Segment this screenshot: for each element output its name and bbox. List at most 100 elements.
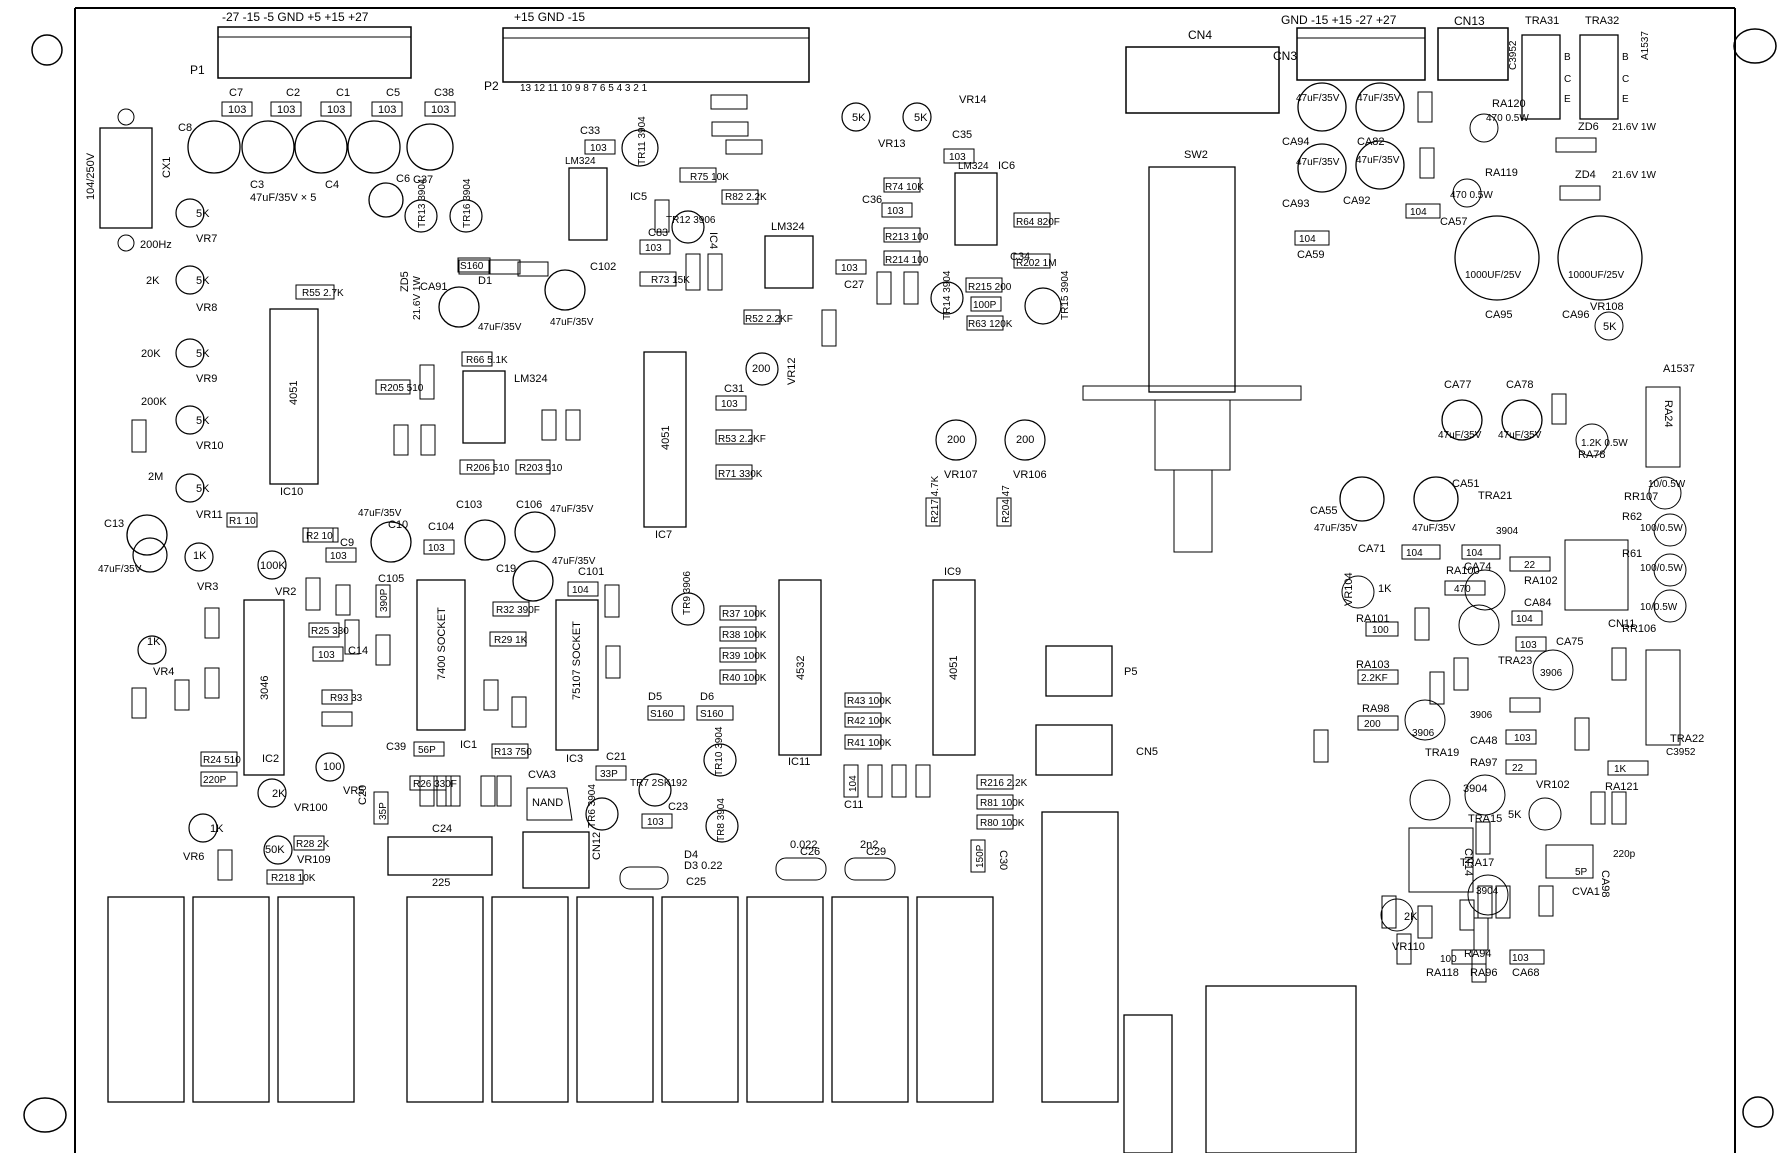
board-outline <box>74 7 1736 1153</box>
right-electrolytics <box>1297 82 1643 522</box>
c3-label: C3 <box>250 179 264 191</box>
tr10-part: TR10 3904 <box>714 726 725 776</box>
svg-text:A1537: A1537 <box>1640 31 1651 60</box>
zd6-value: 21.6V 1W <box>1612 122 1656 133</box>
vr8-side: 2K <box>146 275 160 287</box>
ca95-value: 1000UF/25V <box>1465 270 1521 281</box>
ic6: LM324 IC6 <box>954 160 1015 246</box>
d1-label: D1 <box>478 275 492 287</box>
c105-label: C105 <box>378 573 404 585</box>
svg-text:R206 510: R206 510 <box>466 463 510 474</box>
r62-label: R62 <box>1622 511 1642 523</box>
ca57-value: 104 <box>1410 207 1427 218</box>
svg-text:CVA3: CVA3 <box>528 769 556 781</box>
ca68-label: CA68 <box>1512 967 1540 979</box>
svg-text:E: E <box>1564 94 1571 105</box>
tr15-part: TR15 3904 <box>1060 270 1071 320</box>
cx1-ref: CX1 <box>161 157 173 178</box>
svg-text:IC2: IC2 <box>262 753 279 765</box>
film-caps: 0.022 C26 2n2 C29 C25 D3 0.22 D4 <box>619 839 896 890</box>
c33-label: C33 <box>580 125 600 137</box>
svg-text:7400 SOCKET: 7400 SOCKET <box>436 607 448 680</box>
cn14-label: CN14 <box>1462 848 1474 876</box>
tr9-part: TR9 3906 <box>682 571 693 615</box>
vr106-value: 200 <box>1016 434 1034 446</box>
c29-value: 2n2 <box>860 839 878 851</box>
right-small-parts <box>1294 91 1687 983</box>
r26-value: R26 330F <box>413 779 457 790</box>
d1-value: S160 <box>460 261 484 272</box>
ra103-value: 2.2KF <box>1361 673 1388 684</box>
vr12-ref: VR12 <box>786 357 798 385</box>
r39-value: R39 100K <box>722 651 767 662</box>
ca68-value: 103 <box>1512 953 1529 964</box>
ca59-label: CA59 <box>1297 249 1325 261</box>
r24b-value: 220P <box>203 775 227 786</box>
svg-text:IC4: IC4 <box>707 232 719 249</box>
ra101-label: RA101 <box>1356 613 1390 625</box>
r54-value: R53 2.2KF <box>718 434 766 445</box>
r40-value: R40 100K <box>722 673 767 684</box>
r28-value: R28 2K <box>296 839 330 850</box>
svg-text:CN4: CN4 <box>1188 28 1212 42</box>
c1-label: C1 <box>336 87 350 99</box>
c102-value: 47uF/35V <box>550 317 594 328</box>
svg-text:103: 103 <box>327 104 345 116</box>
ca82-value: 47uF/35V <box>1357 93 1401 104</box>
c106-label: C106 <box>516 499 542 511</box>
c39-value: 56P <box>418 745 436 756</box>
cn12-label: CN12 <box>591 832 603 860</box>
ra121-label: RA121 <box>1605 781 1639 793</box>
ic1: 7400 SOCKET IC1 <box>416 579 477 751</box>
ca92-value: 47uF/35V <box>1356 155 1400 166</box>
vr4-ref: VR4 <box>153 666 174 678</box>
c23-label: C23 <box>668 801 688 813</box>
tr16-part: TR16 3904 <box>462 178 473 228</box>
ra98-value: 200 <box>1364 719 1381 730</box>
tra16-part: 3904 <box>1463 783 1487 795</box>
ic10: 4051 IC10 <box>269 308 319 498</box>
c36-label: C36 <box>862 194 882 206</box>
c27-label: C27 <box>844 279 864 291</box>
ra119-label: RA119 <box>1485 167 1518 179</box>
svg-text:SW2: SW2 <box>1184 149 1208 161</box>
r65-value: R71 330K <box>718 469 763 480</box>
tra17-part: 3904 <box>1476 886 1499 897</box>
a1537-right: A1537 <box>1663 363 1695 375</box>
c24: C24 225 <box>387 823 493 889</box>
r43-value: R43 100K <box>847 696 892 707</box>
ra102-label: RA102 <box>1524 575 1558 587</box>
svg-text:4051: 4051 <box>288 381 300 405</box>
c37-label: C37 <box>413 174 433 186</box>
connector-cn13: CN13 <box>1437 14 1509 81</box>
tr14-part: TR14 3904 <box>942 270 953 320</box>
c27-value: 103 <box>841 263 858 274</box>
cva1-label: CVA1 <box>1572 886 1600 898</box>
tra23-part: 3906 <box>1540 668 1563 679</box>
svg-text:NAND: NAND <box>532 797 563 809</box>
ra97-label: RA97 <box>1470 757 1498 769</box>
svg-text:R55 2.7K: R55 2.7K <box>302 288 344 299</box>
r215-value: R80 100K <box>980 818 1025 829</box>
c36-value: 103 <box>887 206 904 217</box>
d6-value: S160 <box>700 709 724 720</box>
c101-label: C101 <box>578 566 604 578</box>
c106-value: 47uF/35V <box>550 504 594 515</box>
pot-column-left <box>132 198 345 865</box>
ca51-value: 47uF/35V <box>1412 523 1456 534</box>
c104-value: 103 <box>428 543 445 554</box>
svg-text:103: 103 <box>378 104 396 116</box>
ca71-value: 104 <box>1406 548 1423 559</box>
r55: R55 2.7K <box>295 284 344 300</box>
vr100-ref: VR100 <box>294 802 328 814</box>
vr11-value: 5K <box>196 483 210 495</box>
ca78-value: 47uF/35V <box>1498 430 1542 441</box>
ca78-label: CA78 <box>1506 379 1534 391</box>
right-transistors-top: TRA31 TRA32 A1537 C3952 B C E B C E <box>1508 15 1651 120</box>
c4-label: C4 <box>325 179 339 191</box>
c19-value: 47uF/35V <box>552 556 596 567</box>
c26-value: 0.022 <box>790 839 818 851</box>
r37-value: R37 100K <box>722 609 767 620</box>
rr107-label: RR107 <box>1624 491 1658 503</box>
